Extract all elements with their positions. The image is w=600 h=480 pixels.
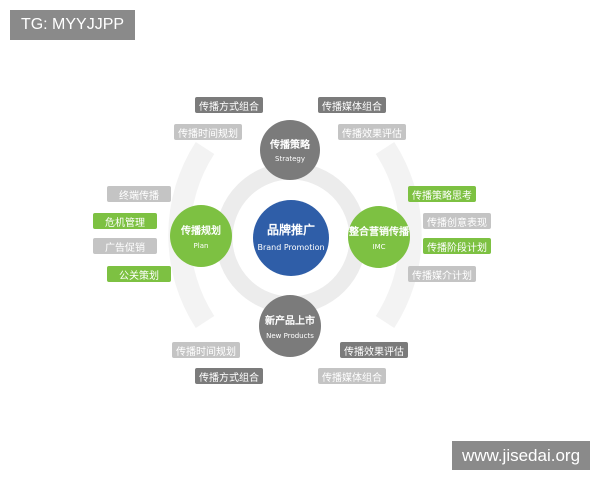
tag-right-4: 传播媒介计划 bbox=[408, 266, 476, 282]
tag-top-2: 传播媒体组合 bbox=[318, 97, 386, 113]
background-arc-right bbox=[375, 142, 422, 328]
node-new-products-title: 新产品上市 bbox=[265, 314, 315, 327]
tag-left-4: 公关策划 bbox=[107, 266, 171, 282]
node-new-products-subtitle: New Products bbox=[266, 332, 314, 340]
node-imc-subtitle: IMC bbox=[373, 243, 386, 251]
center-title: 品牌推广 bbox=[267, 222, 315, 237]
node-strategy-circle bbox=[260, 120, 320, 180]
tag-right-2: 传播创意表现 bbox=[423, 213, 491, 229]
node-strategy-subtitle: Strategy bbox=[275, 155, 305, 163]
tag-top-3: 传播时间规划 bbox=[174, 124, 242, 140]
center-circle bbox=[253, 200, 329, 276]
tag-right-3: 传播阶段计划 bbox=[423, 238, 491, 254]
watermark-bottom-right: www.jisedai.org bbox=[452, 441, 590, 470]
node-imc-title: 整合营销传播 bbox=[348, 225, 410, 238]
node-plan-subtitle: Plan bbox=[194, 242, 209, 250]
center-subtitle: Brand Promotion bbox=[257, 243, 324, 252]
tag-top-1: 传播方式组合 bbox=[195, 97, 263, 113]
tag-left-3: 广告促销 bbox=[93, 238, 157, 254]
tag-bottom-4: 传播媒体组合 bbox=[318, 368, 386, 384]
tag-left-1: 终端传播 bbox=[107, 186, 171, 202]
tag-left-2: 危机管理 bbox=[93, 213, 157, 229]
node-imc-circle bbox=[348, 206, 410, 268]
tag-right-1: 传播策略思考 bbox=[408, 186, 476, 202]
watermark-top-left: TG: MYYJJPP bbox=[10, 10, 135, 40]
tag-bottom-1: 传播时间规划 bbox=[172, 342, 240, 358]
node-plan-circle bbox=[170, 205, 232, 267]
tag-bottom-3: 传播方式组合 bbox=[195, 368, 263, 384]
node-new-products-circle bbox=[259, 295, 321, 357]
tag-top-4: 传播效果评估 bbox=[338, 124, 406, 140]
tag-bottom-2: 传播效果评估 bbox=[340, 342, 408, 358]
node-strategy-title: 传播策略 bbox=[269, 138, 311, 151]
node-plan-title: 传播规划 bbox=[180, 224, 221, 237]
